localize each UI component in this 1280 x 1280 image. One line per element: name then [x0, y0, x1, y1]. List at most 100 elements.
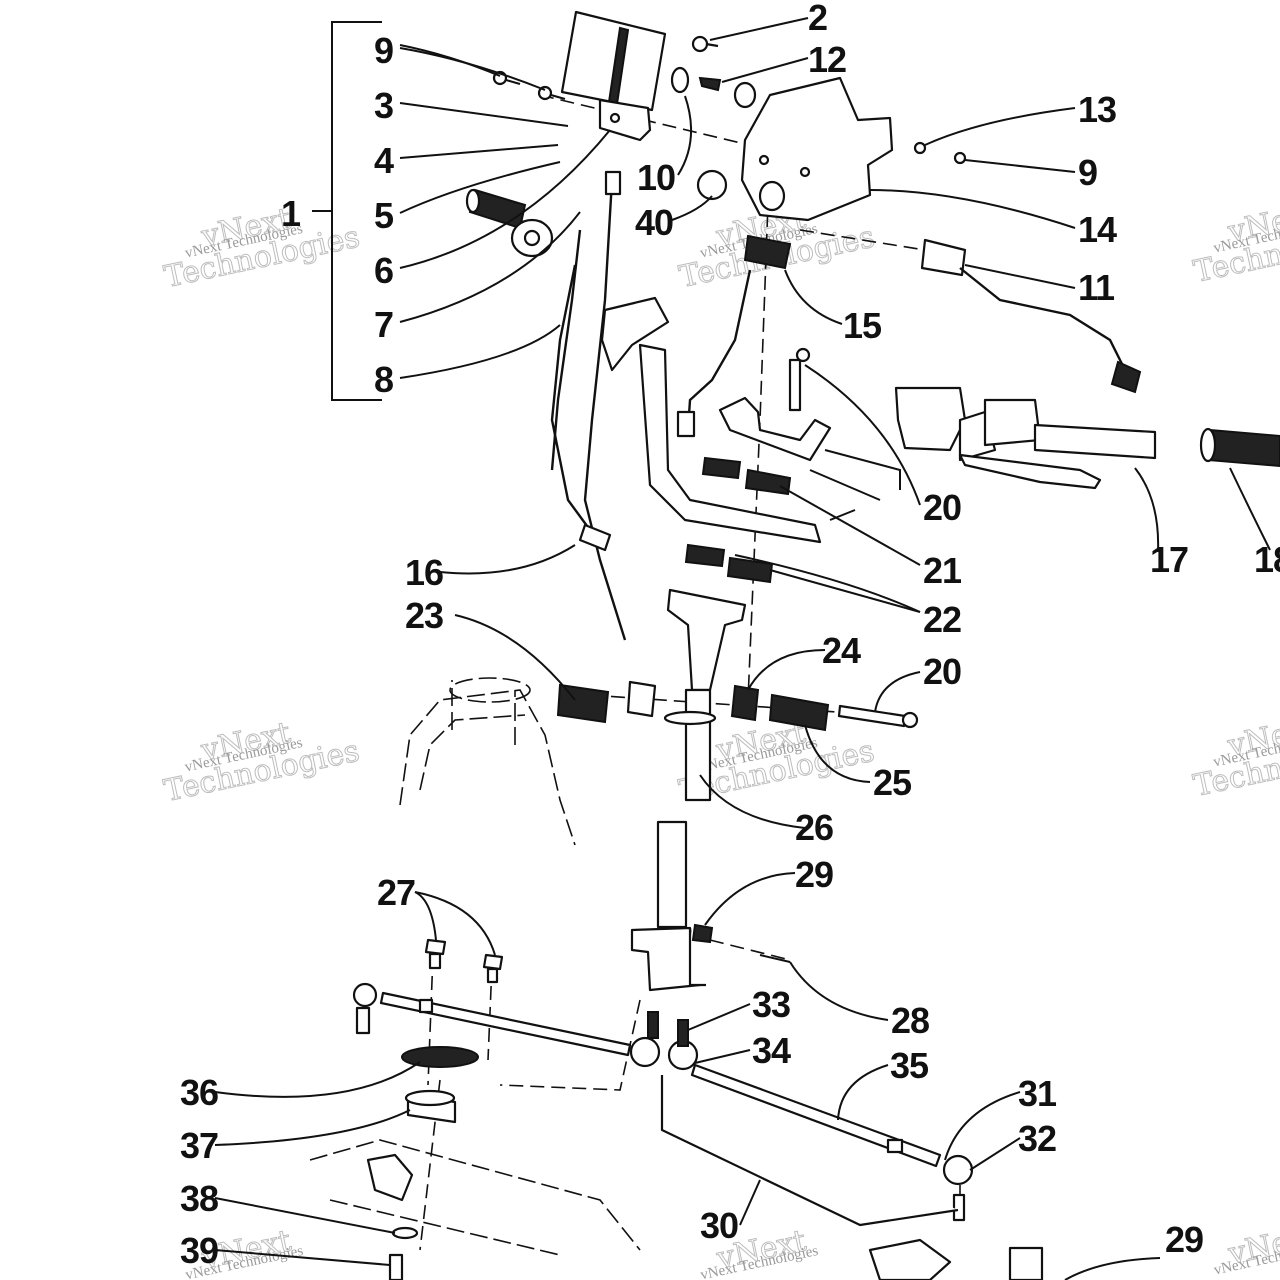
bushing-24 — [730, 684, 760, 722]
bolt-20b — [837, 704, 907, 728]
callout-39: 39 — [180, 1230, 218, 1271]
callout-21: 21 — [923, 550, 962, 591]
bushing-23 — [626, 680, 657, 718]
switch-assembly — [920, 238, 1142, 394]
handlebar — [600, 296, 822, 544]
clamp-21b — [744, 468, 792, 496]
brake-master-cylinder — [894, 386, 1157, 490]
callout-1: 1 — [281, 193, 301, 234]
callout-3: 3 — [374, 85, 393, 126]
seal-36 — [401, 1046, 479, 1068]
steering-arm-30 — [660, 1075, 959, 1227]
frame-outline — [399, 689, 576, 846]
axis-bolt-27b — [487, 964, 493, 1061]
callout-33: 33 — [752, 984, 790, 1025]
clamp-21a — [701, 456, 742, 480]
pitman-arm — [629, 1011, 699, 1071]
callout-9b: 9 — [1078, 152, 1097, 193]
left-grip — [465, 188, 527, 230]
callout-15: 15 — [843, 305, 882, 346]
cable-end — [604, 170, 622, 196]
leader-lines — [214, 17, 1271, 1266]
callout-30: 30 — [700, 1205, 738, 1246]
callout-10: 10 — [637, 157, 675, 198]
plate-fragment — [1008, 1246, 1044, 1280]
callout-9a: 9 — [374, 30, 393, 71]
washer-38 — [391, 1226, 419, 1240]
axis-column-lower — [499, 999, 641, 1091]
washer-10 — [670, 66, 690, 94]
callout-32: 32 — [1018, 1118, 1056, 1159]
callout-20a: 20 — [923, 487, 961, 528]
callout-36: 36 — [180, 1072, 218, 1113]
callout-37: 37 — [180, 1125, 218, 1166]
callout-29a: 29 — [795, 854, 833, 895]
callout-14: 14 — [1078, 209, 1117, 250]
watermark-top-right: vNext vNext Technologies Technologies — [1190, 196, 1280, 290]
tie-rod-left — [352, 982, 632, 1057]
callout-8: 8 — [374, 359, 393, 400]
watermark-bottom-right: vNext vNext Technologies — [1213, 1218, 1280, 1278]
callout-40: 40 — [635, 202, 673, 243]
clamp-22a — [684, 543, 726, 568]
tie-rod-right — [690, 1063, 974, 1222]
callout-18: 18 — [1254, 539, 1280, 580]
throttle-lever-pivot — [523, 229, 541, 247]
screw-9b — [537, 85, 566, 101]
watermark-mid-right: vNext vNext Technologies Technologies — [1190, 710, 1280, 804]
bolt-39 — [388, 1253, 404, 1280]
callout-7: 7 — [374, 304, 393, 345]
callout-34: 34 — [752, 1030, 791, 1071]
clamp-22b — [726, 556, 774, 584]
callout-35: 35 — [890, 1045, 929, 1086]
handlebar-bracket — [718, 347, 901, 521]
spindle-fragment — [868, 1238, 952, 1280]
callout-6: 6 — [374, 250, 393, 291]
decal-40 — [696, 169, 728, 201]
axis-switch — [799, 229, 926, 251]
wire-connector — [578, 523, 612, 552]
callout-25: 25 — [873, 762, 912, 803]
callout-22: 22 — [923, 599, 961, 640]
axis-pin — [709, 939, 791, 961]
nut-29a — [691, 923, 714, 944]
frame-outline-inner — [419, 714, 526, 791]
frame-post — [451, 680, 516, 745]
clip-12 — [698, 76, 722, 92]
axis-throttle — [539, 94, 771, 151]
clamp-23 — [556, 683, 610, 724]
callout-2: 2 — [808, 0, 827, 38]
throttle-cable — [583, 179, 627, 641]
steering-column-lower — [630, 820, 706, 992]
bolt-20b-head — [901, 711, 919, 729]
leader-29b-tail — [1064, 1257, 1161, 1280]
wire-16 — [550, 264, 591, 531]
frame-collar — [449, 677, 531, 703]
callout-28: 28 — [891, 1000, 929, 1041]
callout-27: 27 — [377, 872, 415, 913]
callout-26: 26 — [795, 807, 833, 848]
callout-5: 5 — [374, 195, 394, 236]
bushing-12 — [733, 81, 757, 109]
screw-9c — [953, 151, 967, 165]
callout-20b: 20 — [923, 651, 961, 692]
callout-17: 17 — [1150, 539, 1188, 580]
switch-15 — [676, 234, 792, 438]
clamp-25 — [768, 693, 830, 732]
callout-31: 31 — [1018, 1073, 1057, 1114]
lower-frame — [309, 1139, 641, 1256]
callout-13: 13 — [1078, 89, 1116, 130]
headlight-housing — [740, 76, 894, 222]
bolt-27b — [482, 953, 504, 984]
screw-2-shank — [705, 42, 719, 48]
right-grip — [1199, 427, 1280, 468]
cotter-pin-28 — [759, 954, 791, 963]
callout-16: 16 — [405, 552, 443, 593]
bolt-27a — [424, 938, 447, 970]
throttle-housing — [560, 10, 667, 142]
lower-bracket — [366, 1153, 414, 1202]
callout-23: 23 — [405, 595, 443, 636]
callout-29b: 29 — [1165, 1219, 1203, 1260]
watermark-mid-left: vNext vNext Technologies Technologies — [161, 715, 363, 810]
screw-2 — [691, 35, 709, 53]
